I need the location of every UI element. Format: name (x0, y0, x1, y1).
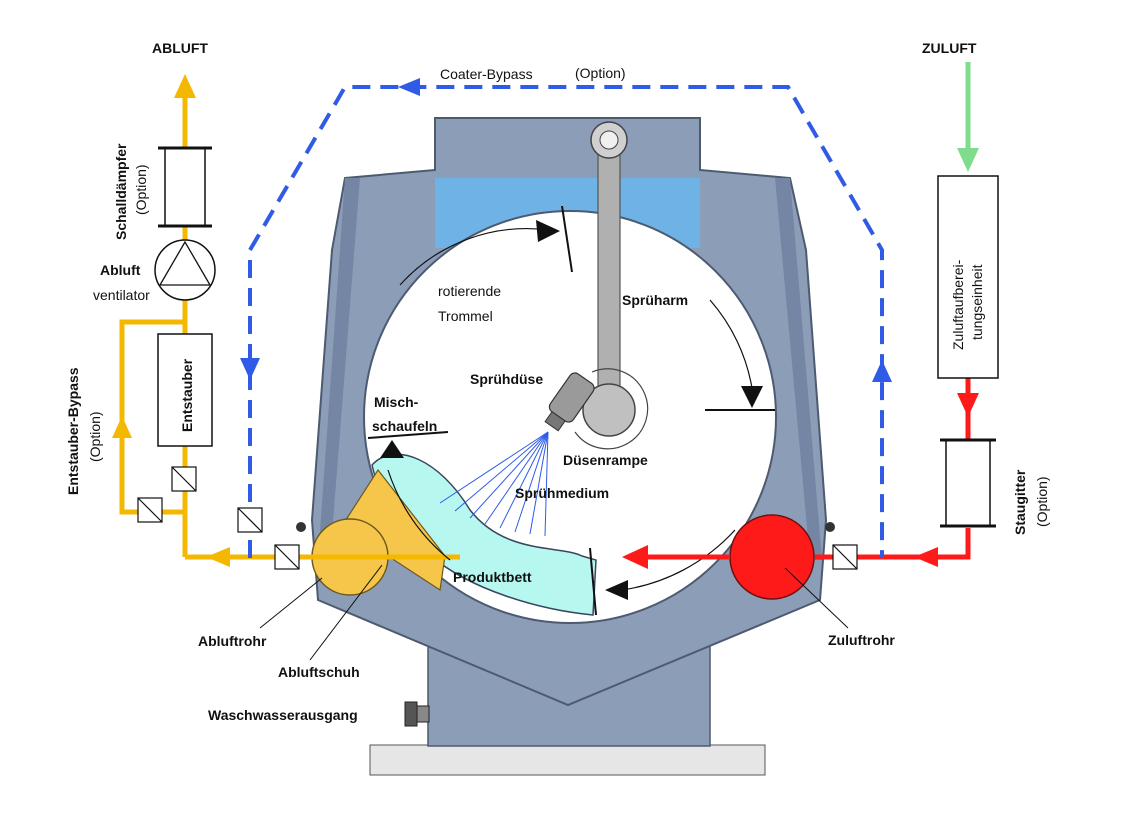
supply-flow-arrowhead (914, 547, 938, 567)
coater-bypass-line (248, 85, 884, 558)
bypass-right-arrowhead (872, 360, 892, 382)
spray-arm-pivot-inner (599, 130, 619, 150)
label-staugitter: Staugitter (1012, 469, 1028, 535)
label-entstauber-bypass-option: (Option) (87, 411, 103, 462)
mixing-blade (367, 431, 449, 439)
leader-abluftschuh (309, 564, 383, 661)
label-schaufeln: schaufeln (372, 418, 437, 434)
damper-supply (832, 544, 858, 570)
dust-collector (157, 333, 213, 447)
exhaust-fan (154, 239, 216, 301)
supply-air-handling-unit (937, 175, 999, 379)
bypass-top-arrowhead (398, 78, 420, 96)
label-trommel: Trommel (438, 308, 493, 324)
label-coater-bypass-option: (Option) (575, 65, 626, 81)
bypass-flow-arrowhead (112, 416, 132, 438)
base-plate (369, 744, 766, 776)
mixing-blade-arrowhead (380, 440, 404, 458)
label-spruearm: Sprüharm (622, 292, 688, 308)
label-zuluftaufbereitung-2: tungseinheit (969, 264, 985, 340)
exhaust-out-arrowhead (174, 74, 196, 98)
label-misch: Misch- (374, 394, 419, 410)
label-spruehduese: Sprühdüse (470, 371, 543, 387)
damper-dust-collector (171, 466, 197, 492)
label-abluftrohr: Abluftrohr (198, 633, 267, 649)
label-schalldaempfer: Schalldämpfer (113, 143, 129, 240)
label-staugitter-option: (Option) (1034, 476, 1050, 527)
damper-coater-bypass-left (237, 507, 263, 533)
label-produktbett: Produktbett (453, 569, 532, 585)
fresh-air-arrowhead (957, 148, 979, 172)
silencer (158, 146, 212, 228)
exhaust-flow-arrowhead (206, 547, 230, 567)
supply-air-pipe (729, 514, 815, 600)
spray-fan (439, 431, 549, 537)
housing-side-shade-right (775, 178, 822, 560)
label-rotierende: rotierende (438, 283, 501, 299)
nozzle-ramp-ring (574, 368, 649, 450)
baffle-grid (940, 438, 996, 528)
damper-exhaust (274, 544, 300, 570)
drum-blade-bottom (589, 547, 597, 616)
supply-vertical-lower (815, 528, 971, 560)
wash-water-outlet (404, 701, 430, 727)
drum-blade-top (561, 205, 573, 273)
label-entstauber: Entstauber (179, 358, 195, 432)
rotation-arc-bottom (621, 529, 736, 591)
label-schalldaempfer-option: (Option) (133, 164, 149, 215)
rotation-arrowhead-bottom (605, 580, 628, 600)
label-entstauber-bypass: Entstauber-Bypass (65, 367, 81, 495)
label-abluft-ventilator-1: Abluft (100, 262, 141, 278)
label-zuluft: ZULUFT (922, 40, 977, 56)
label-waschwasser: Waschwasserausgang (208, 707, 358, 723)
coater-machine (296, 117, 835, 776)
label-zuluftrohr: Zuluftrohr (828, 632, 895, 648)
bypass-left-arrowhead (240, 358, 260, 380)
damper-bypass (137, 497, 163, 523)
supply-drum-arrowhead (622, 545, 648, 569)
leader-zuluftrohr (784, 567, 849, 629)
label-duesenrampe: Düsenrampe (563, 452, 648, 468)
label-abluft: ABLUFT (152, 40, 208, 56)
supply-down-arrowhead (957, 393, 979, 417)
left-knob (296, 522, 306, 532)
right-knob (825, 522, 835, 532)
spray-nozzle (544, 372, 595, 432)
rotation-arc-left (387, 469, 451, 561)
spray-arm (544, 121, 649, 450)
label-coater-bypass: Coater-Bypass (440, 66, 533, 82)
label-abluftschuh: Abluftschuh (278, 664, 360, 680)
leader-abluftrohr (259, 577, 323, 629)
label-abluft-ventilator-2: ventilator (93, 287, 150, 303)
rotation-arc-top (399, 228, 549, 286)
rotation-arrowhead-right (741, 386, 763, 408)
spray-arm-bar (597, 139, 621, 409)
rotation-arrowhead-top (536, 220, 560, 242)
label-zuluftaufbereitung-1: Zuluftaufberei- (950, 259, 966, 350)
exhaust-air-lines (119, 95, 300, 560)
rotation-arc-right (709, 299, 753, 389)
label-spruehmedium: Sprühmedium (515, 485, 609, 501)
housing-side-shade-left (318, 178, 360, 560)
nozzle-ramp-disc (582, 383, 636, 437)
